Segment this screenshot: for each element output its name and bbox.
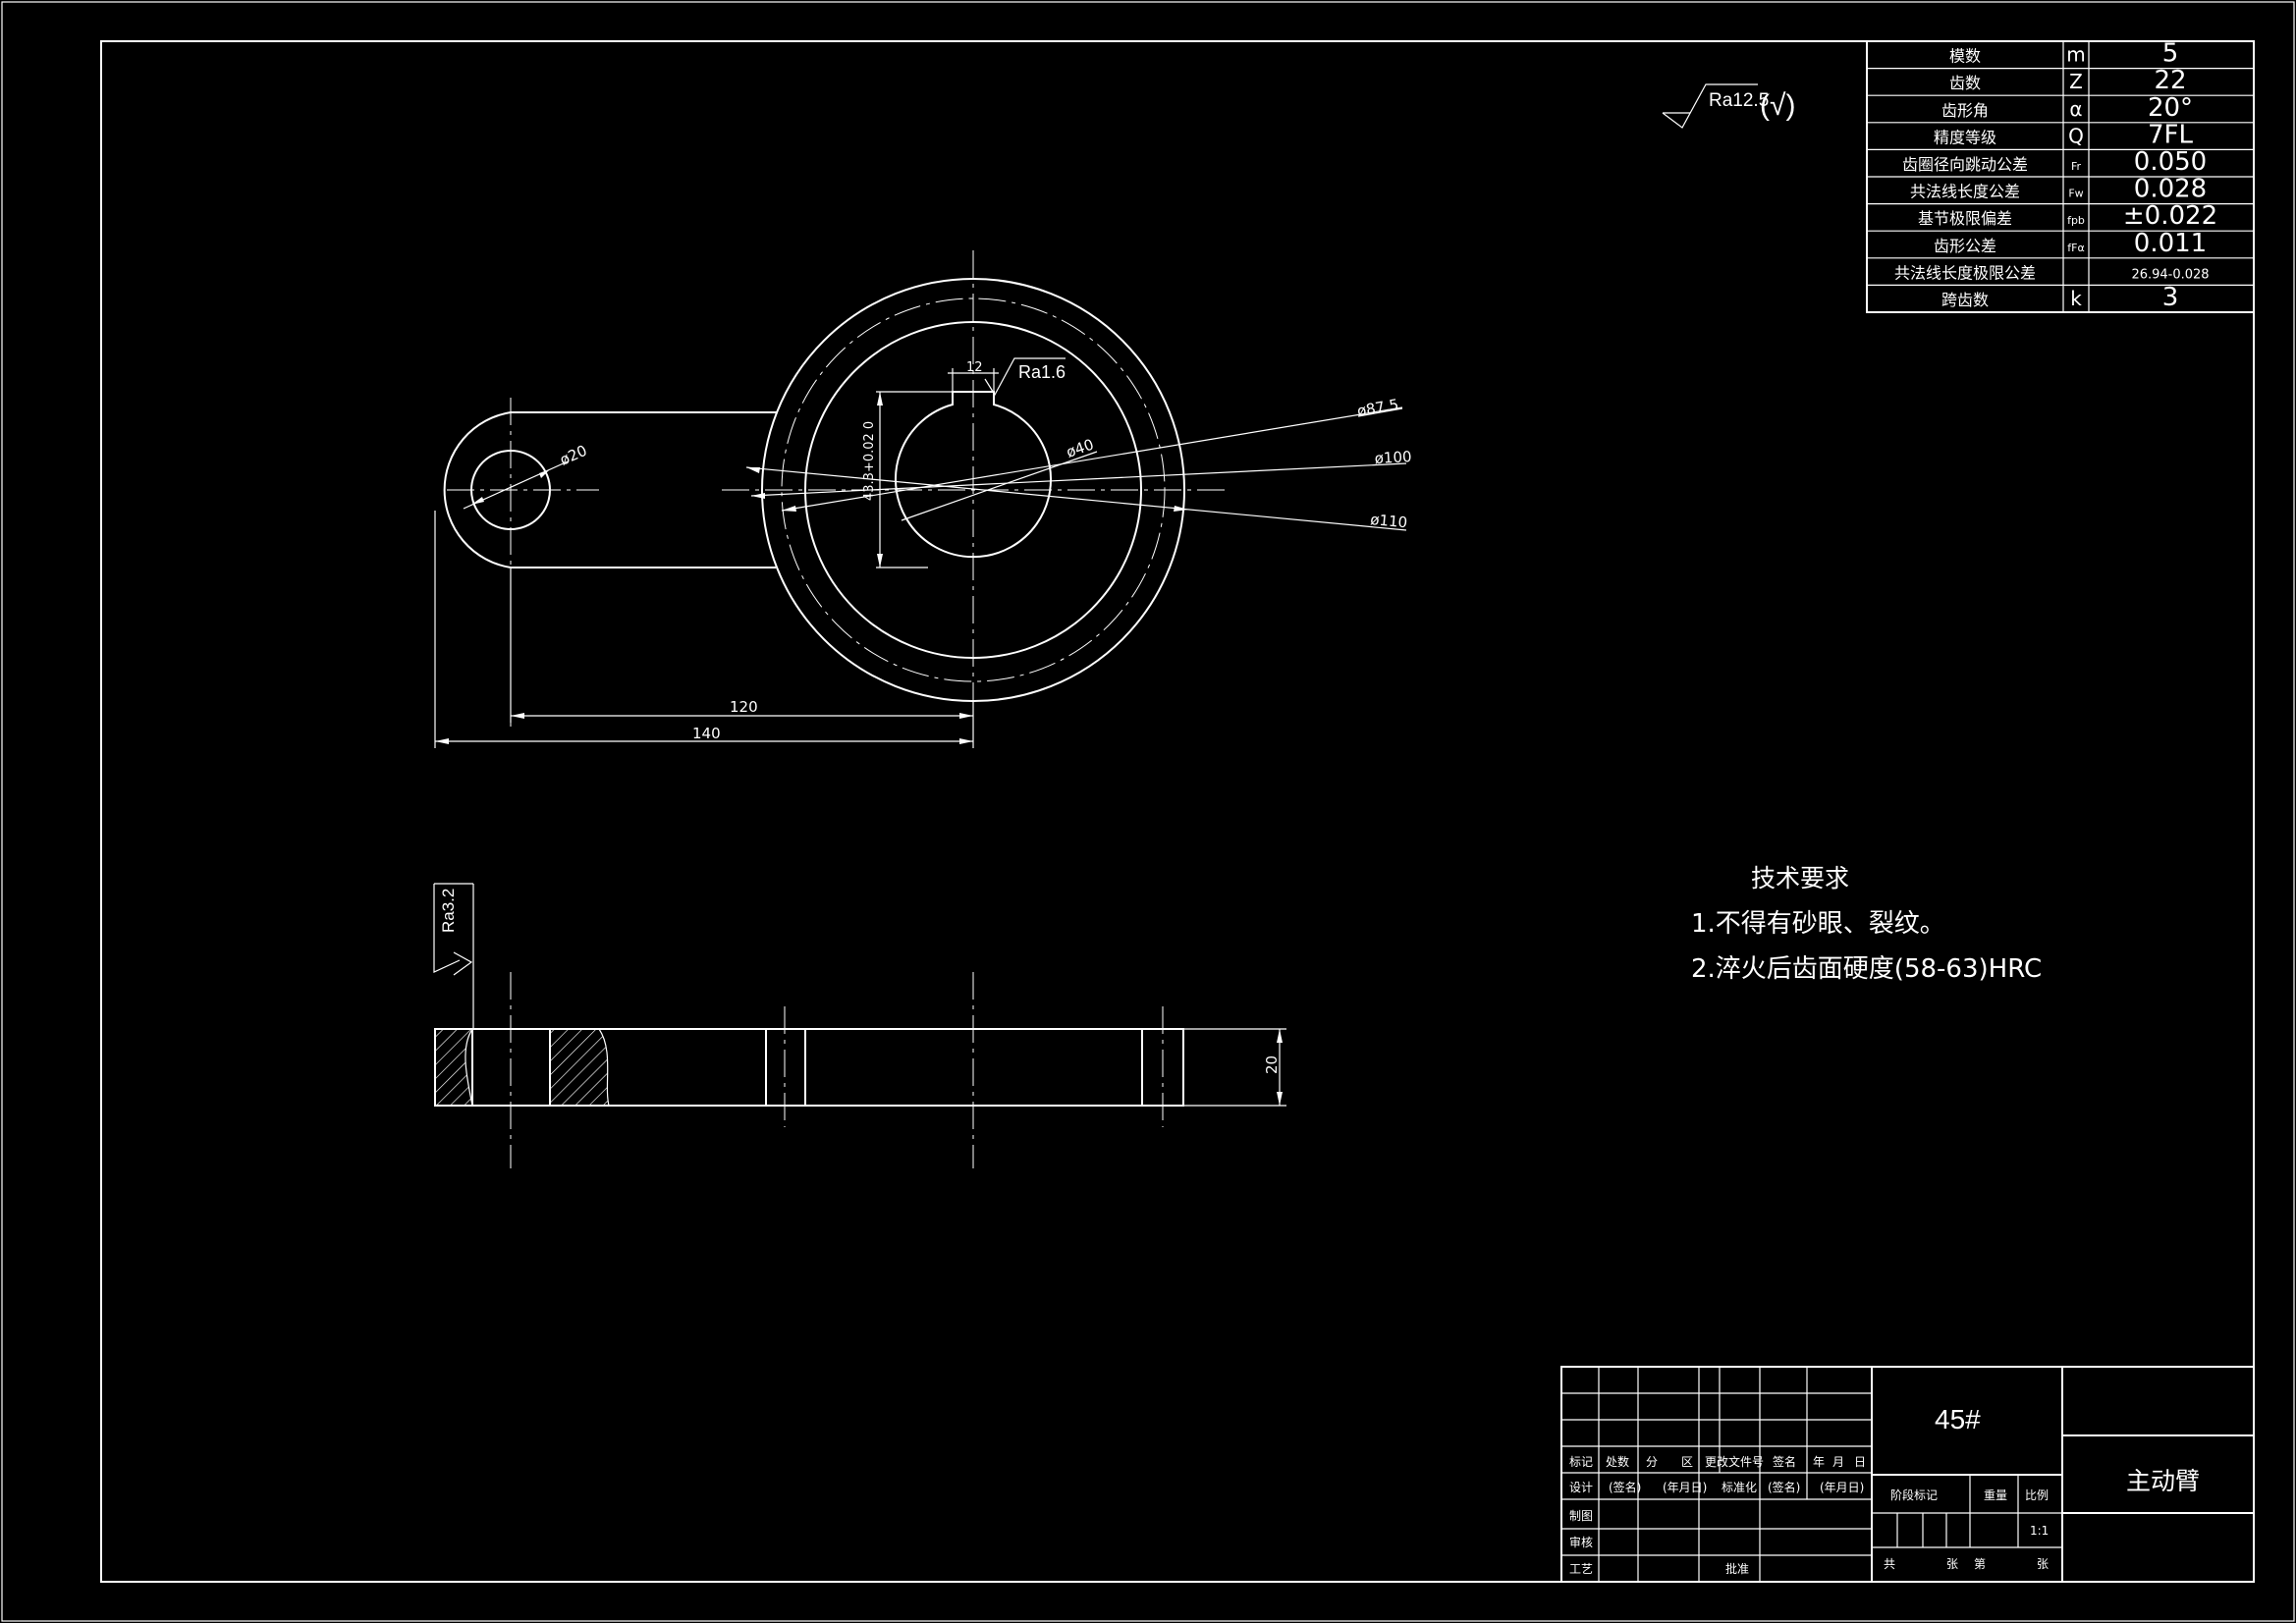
svg-text:阶段标记: 阶段标记	[1890, 1488, 1938, 1502]
svg-text:审核: 审核	[1569, 1535, 1593, 1549]
param-name: 跨齿数	[1941, 291, 1989, 309]
param-value: 0.050	[2134, 147, 2207, 177]
param-name: 基节极限偏差	[1918, 209, 2012, 228]
param-name: 共法线长度极限公差	[1894, 263, 2036, 282]
param-symbol: fpb	[2067, 214, 2085, 227]
dim-d87-5: ø87.5	[1356, 396, 1400, 420]
svg-text:签名: 签名	[1773, 1454, 1796, 1469]
tech-req-title: 技术要求	[1751, 864, 1849, 893]
dim-140: 140	[692, 725, 721, 742]
param-value: ±0.022	[2123, 201, 2217, 231]
param-symbol: α	[2069, 97, 2082, 121]
param-value: 22	[2154, 66, 2186, 95]
roughness-general-suffix: (√)	[1760, 89, 1795, 122]
tech-req-item-1: 1.不得有砂眼、裂纹。	[1691, 909, 1945, 939]
bore-with-keyway	[895, 391, 1052, 559]
dim-keyway-depth: 43.3+0.02 0	[862, 421, 877, 501]
param-name: 齿数	[1949, 74, 1981, 92]
part-name: 主动臂	[2126, 1467, 2200, 1495]
svg-text:(签名): (签名)	[1609, 1480, 1641, 1494]
param-symbol: Q	[2068, 124, 2084, 147]
param-name: 共法线长度公差	[1910, 183, 2020, 201]
dim-thickness: 20	[1263, 1055, 1281, 1074]
param-symbol: Fr	[2071, 160, 2082, 173]
svg-text:处数: 处数	[1606, 1454, 1629, 1469]
param-name: 模数	[1949, 47, 1981, 66]
svg-text:制图: 制图	[1569, 1509, 1593, 1523]
svg-text:比例: 比例	[2025, 1488, 2049, 1502]
param-symbol: Fw	[2068, 188, 2083, 200]
svg-text:第: 第	[1974, 1557, 1986, 1571]
param-value: 5	[2162, 39, 2179, 69]
svg-text:标记: 标记	[1569, 1455, 1593, 1469]
roughness-face: Ra3.2	[439, 889, 458, 933]
tech-req-item-2: 2.淬火后齿面硬度(58-63)HRC	[1691, 954, 2042, 984]
svg-text:年: 年	[1813, 1455, 1825, 1469]
svg-text:区: 区	[1681, 1455, 1693, 1469]
gear-parameter-table: 模数 m 5 齿数 Z 22 齿形角 α 20° 精度等级 Q 7FL 齿圈径向跳动公差 Fr 0.050 共…	[1866, 39, 2255, 313]
drawing-frame	[100, 40, 2255, 1583]
svg-text:日: 日	[1854, 1455, 1866, 1469]
dim-d100: ø100	[1374, 448, 1412, 467]
svg-text:(年月日): (年月日)	[1820, 1481, 1864, 1494]
param-name: 齿形公差	[1934, 237, 1996, 255]
svg-text:分: 分	[1646, 1455, 1658, 1469]
roughness-general-text: Ra12.5	[1709, 90, 1769, 111]
param-value: 26.94-0.028	[2131, 267, 2209, 282]
param-value: 0.028	[2134, 175, 2207, 204]
svg-text:(签名): (签名)	[1768, 1480, 1800, 1494]
material-text: 45#	[1935, 1404, 1981, 1434]
tech-requirements: 技术要求 1.不得有砂眼、裂纹。 2.淬火后齿面硬度(58-63)HRC	[1691, 864, 2042, 984]
title-block: 45# 主动臂 标记 处数 分 区 更改文件号 签名 年 月 日 设计 (签名)…	[1560, 1366, 2255, 1583]
svg-text:张: 张	[2037, 1557, 2049, 1571]
param-value: 3	[2162, 283, 2179, 312]
svg-text:张: 张	[1946, 1557, 1958, 1571]
svg-text:(年月日): (年月日)	[1663, 1481, 1707, 1494]
param-name: 齿圈径向跳动公差	[1902, 155, 2028, 174]
svg-text:重量: 重量	[1984, 1488, 2007, 1502]
param-symbol: Z	[2069, 70, 2083, 93]
param-name: 齿形角	[1941, 101, 1989, 120]
general-roughness-symbol: Ra12.5 (√)	[1662, 83, 1795, 129]
param-value: 0.011	[2134, 229, 2207, 258]
dim-d20: ø20	[557, 442, 589, 469]
svg-text:月: 月	[1832, 1455, 1844, 1469]
svg-text:工艺: 工艺	[1569, 1562, 1593, 1576]
roughness-keyway: Ra1.6	[1018, 362, 1066, 382]
param-value: 7FL	[2148, 120, 2193, 149]
dim-d40: ø40	[1064, 436, 1096, 461]
dim-keyway-width: 12	[966, 360, 983, 375]
param-symbol: m	[2066, 43, 2085, 67]
param-symbol: fFα	[2067, 242, 2084, 254]
dim-120: 120	[730, 698, 758, 716]
scale-value: 1:1	[2030, 1524, 2049, 1538]
top-view: 120 140 ø20 ø40 ø87.5 ø100 ø110 12	[434, 250, 1412, 748]
svg-text:标准化: 标准化	[1722, 1481, 1757, 1494]
svg-text:更改文件号: 更改文件号	[1705, 1454, 1764, 1469]
svg-text:共: 共	[1884, 1557, 1895, 1571]
svg-text:设计: 设计	[1569, 1481, 1593, 1494]
param-name: 精度等级	[1934, 128, 1996, 146]
param-symbol: k	[2070, 287, 2082, 310]
svg-text:批准: 批准	[1725, 1561, 1749, 1576]
dim-d110: ø110	[1370, 511, 1408, 531]
param-value: 20°	[2148, 93, 2193, 123]
section-view: 20 Ra3.2	[433, 883, 1286, 1168]
